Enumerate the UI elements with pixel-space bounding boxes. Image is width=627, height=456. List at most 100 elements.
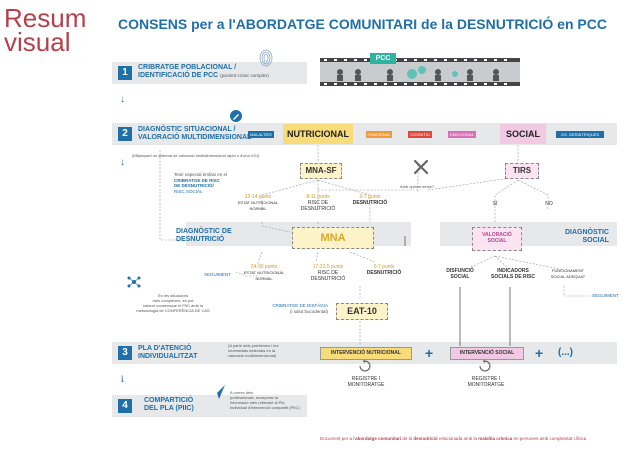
- step1-title: CRIBRATGE POBLACIONAL / IDENTIFICACIÓ DE…: [138, 64, 269, 80]
- diag-social-title: DIAGNÒSTIC SOCIAL: [565, 229, 609, 245]
- intervencio-social: INTERVENCIÓ SOCIAL: [450, 347, 524, 360]
- social-adequat-l1: FUNCIONAMENT: [551, 268, 585, 273]
- step3-note-line3: valoració multidimensional): [228, 353, 277, 358]
- step3-title: PLA D'ATENCIÓ INDIVIDUALITZAT: [138, 345, 197, 361]
- step4-note-line2: professionals, incorporar la: [230, 395, 279, 400]
- tirs-box: TIRS: [505, 163, 539, 179]
- footer-b3: malaltia crònica: [478, 436, 513, 441]
- network-icon: [127, 276, 141, 288]
- pcc-badge: PCC: [370, 53, 396, 64]
- plus-icon: +: [425, 345, 434, 361]
- disfagia-line2: (i salut bucodental): [289, 308, 328, 314]
- screening-normal: 12-14 punts ESTAT NUTRICIONAL NORMAL: [236, 194, 280, 212]
- left-note-line4: RISC SOCIAL: [174, 188, 203, 194]
- complex-note-line1: En les situacions: [157, 293, 188, 298]
- diag-left-line1: DIAGNÒSTIC DE: [176, 228, 232, 235]
- diag-right-line1: DIAGNÒSTIC: [565, 229, 609, 236]
- tag-emocional: EMOCIONAL: [448, 131, 476, 138]
- screening-normal-l2: NORMAL: [249, 206, 267, 211]
- step4-title-line1: COMPARTICIÓ: [144, 397, 194, 404]
- intervencio-nutricional: INTERVENCIÓ NUTRICIONAL: [320, 347, 412, 360]
- left-note-line2: CRIBRATGE DE RISC: [174, 177, 220, 183]
- screening-risc-range: 8-11 punts: [306, 194, 330, 200]
- step4-title-line2: DEL PLA (PIIC): [144, 405, 194, 412]
- film-strip-illustration: [320, 58, 520, 86]
- eina-note: Amb quines eines?: [400, 184, 435, 189]
- tools-icon: [413, 159, 429, 175]
- registre-left: REGISTRE I MONITORATGE: [346, 376, 386, 388]
- social-indicadors-l1: INDICADORS: [497, 268, 529, 274]
- footer-post: en persones amb complexitat clínica: [512, 436, 587, 441]
- step4-number: 4: [118, 399, 132, 413]
- step1-band: [112, 62, 307, 84]
- seguiment-right: SEGUIMENT: [592, 293, 619, 298]
- left-note: Tenir especial èmfasi en el CRIBRATGE DE…: [174, 172, 227, 194]
- etc-label: (...): [558, 347, 573, 358]
- step3-title-line2: INDIVIDUALITZAT: [138, 353, 198, 360]
- step3-note-line2: necessitats detectats en la: [228, 348, 276, 353]
- social-indicadors: INDICADORS SOCIALS DE RISC: [488, 268, 538, 280]
- screening-desnutricio: 0-7 punts DESNUTRICIÓ: [346, 194, 394, 206]
- tag-malalties: MALALTIES: [248, 131, 274, 138]
- mna-risc-l2: DESNUTRICIÓ: [310, 276, 346, 282]
- fingerprint-icon: [259, 49, 273, 67]
- step1-note: (pacient crònic complex): [220, 73, 269, 78]
- mna-risc: 17-23,5 punts RISC DE DESNUTRICIÓ: [306, 264, 350, 282]
- pencil-icon: [230, 110, 242, 122]
- step2-number: 2: [118, 127, 132, 141]
- arrow-down-icon: ↓: [120, 157, 125, 168]
- step1-title-line2: IDENTIFICACIÓ DE PCC (pacient crònic com…: [138, 72, 269, 80]
- registre-right-l1: REGISTRE I: [471, 376, 501, 382]
- step1-number: 1: [118, 66, 132, 80]
- si-label: SÍ: [492, 201, 498, 207]
- arrow-down-icon: ↓: [120, 94, 125, 105]
- valoracio-social-box: VALORACIÓ SOCIAL: [472, 227, 522, 251]
- mna-box: MNA: [292, 227, 374, 249]
- screening-normal-range: 12-14 punts: [244, 194, 272, 200]
- step1-title-line2-text: IDENTIFICACIÓ DE PCC: [138, 72, 219, 79]
- complex-note-line3: valorar consensuar el PIIC amb la: [142, 303, 204, 308]
- arrow-down-icon: ↓: [120, 374, 125, 385]
- step4-band: [112, 395, 307, 417]
- cycle-icon: [359, 360, 371, 372]
- resum-line1: Resum: [4, 3, 87, 33]
- step3-number: 3: [118, 346, 132, 360]
- tag-cognitiu: COGNITIU: [408, 131, 432, 138]
- resum-visual-label: Resum visual: [4, 3, 87, 55]
- step4-note: A càrrec dels professionals, incorporar …: [230, 390, 300, 410]
- mna-desnutricio-range: 0-7 punts: [373, 264, 395, 270]
- screening-risc: 8-11 punts RISC DE DESNUTRICIÓ: [296, 194, 340, 212]
- mna-normal-l1: ESTAT NUTRICIONAL: [243, 270, 285, 275]
- footer-note: Document per a l'abordatge comunitari de…: [320, 436, 586, 441]
- registre-left-l1: REGISTRE I: [351, 376, 381, 382]
- tag-gs-geriatriques: GS. GERIÀTRIQUES: [556, 131, 604, 138]
- nutricional-chip: NUTRICIONAL: [283, 124, 353, 144]
- footer-pre: Document per a l': [320, 436, 356, 441]
- mna-risc-range: 17-23,5 punts: [312, 264, 344, 270]
- share-icon: [213, 385, 225, 399]
- eat10-box: EAT-10: [336, 303, 388, 320]
- step2-band: [112, 123, 617, 145]
- complex-note: En les situacions més complexes, es pot …: [118, 293, 228, 313]
- left-note-line1: Tenir especial èmfasi en el: [174, 172, 228, 177]
- valoracio-social-line2: SOCIAL: [487, 238, 507, 244]
- step2-title: DIAGNÒSTIC SITUACIONAL / VALORACIÓ MULTI…: [138, 126, 251, 142]
- step3-note: (A partir dels problemes i les necessita…: [228, 343, 278, 358]
- screening-risc-l2: DESNUTRICIÓ: [300, 206, 336, 212]
- mna-normal-range: 24-30 punts: [250, 264, 278, 270]
- complex-note-line2: més complexes, es pot: [152, 298, 194, 303]
- screening-risc-l1: RISC DE: [307, 200, 329, 206]
- diag-left-line2: DESNUTRICIÓ: [176, 236, 225, 243]
- cycle-icon-2: [479, 360, 491, 372]
- step3-title-line1: PLA D'ATENCIÓ: [138, 345, 192, 352]
- mna-risc-l1: RISC DE: [317, 270, 339, 276]
- disfagia-note: CRIBRATGE DE DISFÀGIA (i salut bucodenta…: [266, 303, 328, 314]
- mna-desnutricio-label: DESNUTRICIÓ: [366, 270, 402, 276]
- social-disfuncio-l1: DISFUNCIÓ: [446, 268, 474, 274]
- step2-title-line2: VALORACIÓ MULTIDIMENSIONAL: [138, 134, 252, 141]
- step2-title-line1: DIAGNÒSTIC SITUACIONAL /: [138, 126, 236, 133]
- page-title: CONSENS per a l'ABORDATGE COMUNITARI de …: [118, 16, 607, 32]
- step1-title-line1: CRIBRATGE POBLACIONAL /: [138, 64, 237, 71]
- step4-note-line1: A càrrec dels: [230, 390, 254, 395]
